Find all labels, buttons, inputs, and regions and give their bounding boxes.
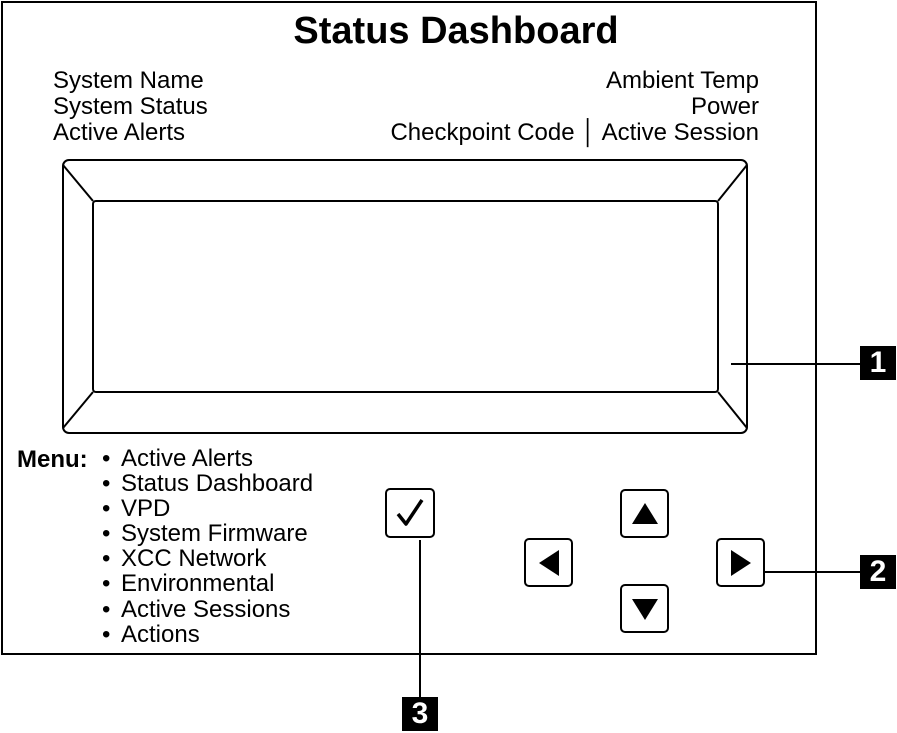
menu-item-environmental: Environmental bbox=[121, 570, 275, 598]
menu-item: • Actions bbox=[102, 622, 313, 647]
info-right: Ambient Temp Power Checkpoint Code │ Act… bbox=[390, 68, 759, 146]
menu-label: Menu: bbox=[17, 446, 88, 473]
callout-3: 3 bbox=[402, 697, 438, 731]
callout-1: 1 bbox=[860, 346, 896, 380]
page-title: Status Dashboard bbox=[293, 10, 619, 52]
left-button[interactable] bbox=[524, 538, 573, 587]
bullet: • bbox=[102, 620, 111, 648]
down-button[interactable] bbox=[620, 584, 669, 633]
check-icon bbox=[396, 499, 424, 526]
ambient-temp-label: Ambient Temp bbox=[606, 67, 759, 94]
lcd-screen bbox=[62, 159, 748, 434]
menu-item-status-dashboard: Status Dashboard bbox=[121, 470, 314, 498]
menu-item: • XCC Network bbox=[102, 546, 313, 571]
arrow-down-icon bbox=[631, 598, 658, 620]
menu-item: • System Firmware bbox=[102, 521, 313, 546]
menu-list: • Active Alerts • Status Dashboard • VPD • S… bbox=[102, 446, 313, 647]
bullet: • bbox=[102, 470, 111, 498]
arrow-right-icon bbox=[730, 549, 751, 576]
menu-item-system-firmware: System Firmware bbox=[121, 520, 308, 548]
menu-item-active-alerts: Active Alerts bbox=[121, 445, 254, 472]
menu-item: • VPD bbox=[102, 496, 313, 521]
menu-item: • Environmental bbox=[102, 571, 313, 596]
lcd-panel-frame bbox=[1, 1, 817, 655]
bullet: • bbox=[102, 445, 111, 472]
arrow-left-icon bbox=[538, 549, 559, 576]
up-button[interactable] bbox=[620, 489, 669, 538]
callout-2: 2 bbox=[860, 555, 896, 589]
power-label: Power bbox=[690, 93, 759, 120]
menu-item-xcc-network: XCC Network bbox=[121, 545, 267, 573]
bullet: • bbox=[102, 520, 111, 548]
system-name-label: System Name bbox=[53, 67, 204, 94]
system-status-label: System Status bbox=[53, 93, 208, 120]
bullet: • bbox=[102, 495, 111, 523]
bullet: • bbox=[102, 570, 111, 598]
menu-item: • Status Dashboard bbox=[102, 471, 313, 496]
info-left: System Name System Status Active Alerts bbox=[53, 68, 208, 146]
select-button[interactable] bbox=[385, 488, 435, 538]
checkpoint-session-label: Checkpoint Code │ Active Session bbox=[390, 119, 759, 146]
arrow-up-icon bbox=[631, 502, 658, 524]
bullet: • bbox=[102, 595, 111, 623]
menu-item-actions: Actions bbox=[121, 620, 200, 648]
bullet: • bbox=[102, 545, 111, 573]
right-button[interactable] bbox=[716, 538, 765, 587]
menu-item: • Active Sessions bbox=[102, 595, 313, 623]
menu-item-active-sessions: Active Sessions bbox=[121, 595, 291, 623]
menu-item: • Active Alerts bbox=[102, 446, 313, 471]
active-alerts-label: Active Alerts bbox=[53, 119, 186, 146]
menu-item-vpd: VPD bbox=[121, 495, 171, 523]
